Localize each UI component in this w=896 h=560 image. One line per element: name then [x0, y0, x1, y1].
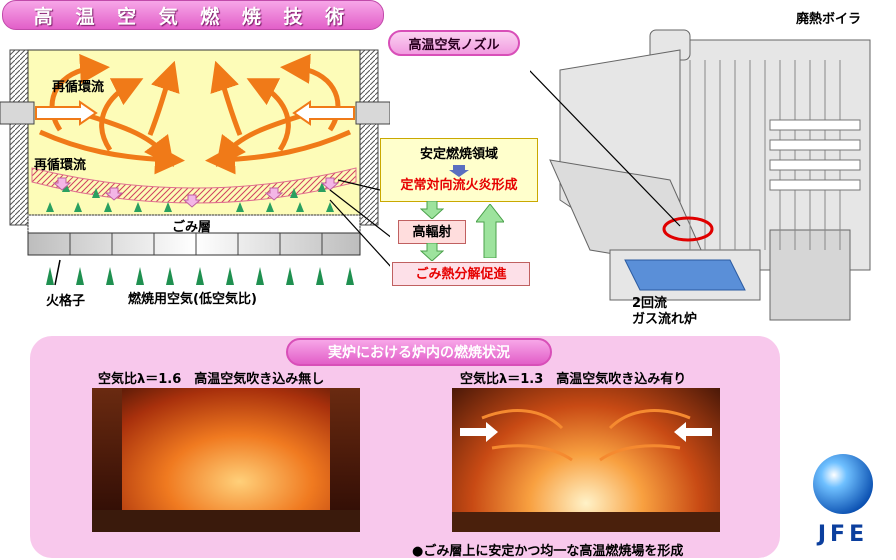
title-text: 高 温 空 気 燃 焼 技 術 [33, 5, 353, 28]
nozzle-label-text: 高温空気ノズル [408, 37, 500, 53]
stable-combustion-box: 安定燃焼領域 定常対向流火炎形成 [380, 138, 538, 202]
decomposition-box: ごみ熱分解促進 [392, 262, 530, 286]
nozzle-label: 高温空気ノズル [388, 30, 520, 56]
title-banner: 高 温 空 気 燃 焼 技 術 [2, 0, 384, 30]
combustion-air-label: 燃焼用空気(低空気比) [128, 292, 257, 307]
recirculation-mid-label: 再循環流 [34, 158, 87, 173]
down-arrow-icon [420, 243, 444, 261]
real-furnace-banner-text: 実炉における炉内の燃焼状況 [328, 345, 510, 361]
stable-combustion-title: 安定燃焼領域 [419, 147, 498, 162]
up-arrow-icon [476, 204, 504, 258]
decomposition-text: ごみ熱分解促進 [415, 267, 507, 282]
boiler-label: 廃熱ボイラ [796, 12, 862, 27]
down-arrow-icon [381, 162, 537, 177]
real-furnace-banner: 実炉における炉内の燃焼状況 [286, 338, 552, 366]
high-radiation-text: 高輻射 [412, 225, 452, 240]
furnace-type-label: 2回流 ガス流れ炉 [632, 296, 698, 327]
down-arrow-icon [420, 201, 444, 219]
grate-label: 火格子 [46, 294, 86, 309]
furnace-photo-with-air [452, 388, 720, 532]
furnace-cross-section [0, 49, 390, 286]
boiler-illustration [530, 29, 871, 321]
waste-layer-label: ごみ層 [172, 220, 212, 235]
stable-combustion-subtitle: 定常対向流火炎形成 [400, 178, 518, 193]
jfe-logo: JFE [806, 450, 880, 554]
jfe-logo-text: JFE [817, 522, 869, 547]
high-radiation-box: 高輻射 [398, 220, 466, 244]
furnace-photo-without-air [92, 388, 360, 532]
bottom-note: ●ごみ層上に安定かつ均一な高温燃焼場を形成 [412, 544, 684, 559]
jfe-globe-icon [813, 454, 873, 514]
right-photo-caption: 空気比λ＝1.3 高温空気吹き込み有り [460, 372, 687, 387]
recirculation-top-label: 再循環流 [52, 80, 105, 95]
left-photo-caption: 空気比λ＝1.6 高温空気吹き込み無し [98, 372, 325, 387]
